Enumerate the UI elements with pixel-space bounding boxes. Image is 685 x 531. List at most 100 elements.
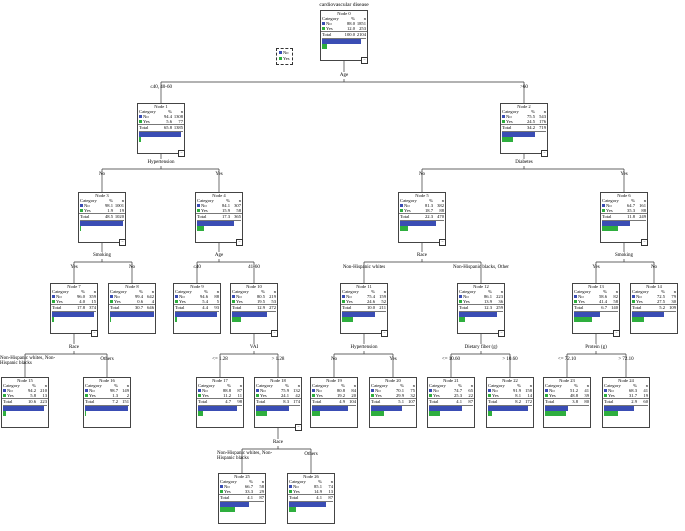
node-row-total: Total 4.4 93	[174, 304, 220, 310]
node-row-no: No 94.2 210	[2, 388, 48, 393]
tree-node-12[interactable]: Node 12 Category % n No 86.1 223 Yes 13.…	[457, 283, 505, 337]
node-row-total: Total 10.0 211	[341, 304, 387, 310]
tree-node-5[interactable]: Node 5 Category % n No 81.3 382 Yes 18.7…	[398, 192, 446, 246]
tree-node-8[interactable]: Node 8 Category % n No 99.4 642 Yes 0.6 …	[108, 283, 156, 334]
tree-node-0[interactable]: Node 0 Category % n No 88.0 1851 Yes 12.…	[320, 10, 368, 64]
collapse-toggle-icon[interactable]: −	[613, 330, 620, 337]
tree-node-26[interactable]: Node 26 Category % n No 85.1 74 Yes 14.9…	[287, 473, 335, 524]
collapse-toggle-icon[interactable]: −	[381, 330, 388, 337]
collapse-toggle-icon[interactable]: −	[271, 330, 278, 337]
tree-node-25[interactable]: Node 25 Category % n No 66.7 58 Yes 33.3…	[218, 473, 266, 524]
node-bars	[488, 405, 532, 416]
collapse-toggle-icon[interactable]: −	[498, 330, 505, 337]
bar-no	[198, 406, 238, 411]
bar-yes	[371, 411, 385, 416]
collapse-toggle-icon[interactable]: −	[361, 57, 368, 64]
no-swatch	[3, 389, 6, 392]
yes-swatch	[175, 300, 178, 303]
collapse-toggle-icon[interactable]: −	[295, 424, 302, 431]
tree-node-10[interactable]: Node 10 Category % n No 80.5 219 Yes 19.…	[230, 283, 278, 337]
no-swatch	[175, 295, 178, 298]
no-swatch	[459, 295, 462, 298]
node-title: Node 22	[502, 378, 518, 383]
tree-node-20[interactable]: Node 20 Category % n No 70.1 75 Yes 29.9…	[369, 377, 417, 428]
node-row-no: No 64.7 161	[601, 203, 647, 208]
node-row-yes: Yes 19.2 20	[311, 393, 357, 398]
legend-item-no: No	[279, 50, 290, 56]
tree-node-2[interactable]: Node 2 Category % n No 75.5 543 Yes 24.5…	[500, 103, 548, 157]
tree-node-3[interactable]: Node 3 Category % n No 98.1 1001 Yes 1.9…	[78, 192, 126, 246]
tree-node-6[interactable]: Node 6 Category % n No 64.7 161 Yes 35.3…	[600, 192, 648, 246]
node-row-no: No 94.4 1308	[138, 114, 184, 119]
collapse-toggle-icon[interactable]: −	[541, 150, 548, 157]
node-row-no: No 51.2 41	[544, 388, 590, 393]
node-title: Node 6	[617, 193, 631, 198]
branch-label-15: Non-Hispanic whites, Non-Hispanic blacks	[0, 356, 56, 366]
collapse-toggle-icon[interactable]: −	[119, 239, 126, 246]
node-bars	[256, 405, 300, 416]
tree-node-1[interactable]: Node 1 Category % n No 94.4 1308 Yes 5.6…	[137, 103, 185, 157]
tree-node-19[interactable]: Node 19 Category % n No 80.8 84 Yes 19.2…	[310, 377, 358, 428]
tree-node-15[interactable]: Node 15 Category % n No 94.2 210 Yes 5.8…	[1, 377, 49, 428]
node-row-yes: Yes 25.3 22	[428, 393, 474, 398]
bar-no	[3, 406, 45, 411]
no-swatch	[85, 389, 88, 392]
bar-yes	[459, 317, 466, 322]
tree-node-24[interactable]: Node 24 Category % n No 68.3 41 Yes 31.7…	[602, 377, 650, 428]
yes-swatch	[459, 300, 462, 303]
node-title: Node 14	[646, 284, 662, 289]
collapse-toggle-icon[interactable]: −	[641, 239, 648, 246]
node-header: Category % n	[342, 289, 386, 294]
bar-yes	[488, 411, 492, 416]
no-swatch	[429, 389, 432, 392]
tree-node-11[interactable]: Node 11 Category % n No 75.4 159 Yes 24.…	[340, 283, 388, 337]
branch-label-26: Others	[304, 452, 318, 457]
legend-item-yes: Yes	[279, 56, 290, 62]
collapse-toggle-icon[interactable]: −	[178, 150, 185, 157]
tree-node-9[interactable]: Node 9 Category % n No 94.6 88 Yes 5.4 5…	[173, 283, 221, 334]
tree-node-13[interactable]: Node 13 Category % n No 58.6 82 Yes 41.4…	[572, 283, 620, 337]
tree-node-7[interactable]: Node 7 Category % n No 96.0 359 Yes 4.0 …	[50, 283, 98, 337]
node-header: Category % n	[545, 383, 589, 388]
tree-node-18[interactable]: Node 18 Category % n No 75.9 132 Yes 24.…	[254, 377, 302, 431]
node-row-total: Total 48.5 1020	[79, 213, 125, 219]
node-row-yes: Yes 35.3 88	[601, 208, 647, 213]
node-row-no: No 88.8 87	[197, 388, 243, 393]
node-title: Node 0	[337, 11, 351, 16]
node-header: Category % n	[256, 383, 300, 388]
node-row-yes: Yes 27.5 30	[631, 299, 677, 304]
tree-node-16[interactable]: Node 16 Category % n No 98.7 149 Yes 1.3…	[83, 377, 131, 428]
node-row-no: No 98.7 149	[84, 388, 130, 393]
tree-node-4[interactable]: Node 4 Category % n No 84.1 307 Yes 15.9…	[195, 192, 243, 246]
node-title: Node 10	[246, 284, 262, 289]
node-title: Node 8	[125, 284, 139, 289]
bar-no	[312, 406, 348, 411]
tree-node-21[interactable]: Node 21 Category % n No 74.7 65 Yes 25.3…	[427, 377, 475, 428]
node-bars	[110, 311, 154, 322]
tree-node-23[interactable]: Node 23 Category % n No 51.2 41 Yes 48.8…	[543, 377, 591, 428]
bar-no	[604, 406, 635, 411]
no-swatch	[502, 115, 505, 118]
collapse-toggle-icon[interactable]: −	[91, 330, 98, 337]
node-row-yes: Yes 5.8 13	[2, 393, 48, 398]
node-title: Node 20	[385, 378, 401, 383]
node-row-yes: Yes 33.3 29	[219, 489, 265, 494]
collapse-toggle-icon[interactable]: −	[439, 239, 446, 246]
collapse-toggle-icon[interactable]: −	[236, 239, 243, 246]
node-row-no: No 75.9 132	[255, 388, 301, 393]
no-swatch	[139, 115, 142, 118]
node-row-no: No 80.8 84	[311, 388, 357, 393]
node-row-yes: Yes 1.3 2	[84, 393, 130, 398]
no-swatch	[256, 389, 259, 392]
no-swatch	[80, 204, 83, 207]
bar-no	[256, 406, 290, 411]
node-header: Category % n	[602, 198, 646, 203]
bar-yes	[604, 411, 618, 416]
node-header: Category % n	[604, 383, 648, 388]
yes-swatch	[85, 394, 88, 397]
yes-swatch	[220, 490, 223, 493]
tree-node-17[interactable]: Node 17 Category % n No 88.8 87 Yes 11.2…	[196, 377, 244, 428]
tree-node-22[interactable]: Node 22 Category % n No 91.9 158 Yes 8.1…	[486, 377, 534, 428]
node-header: Category % n	[488, 383, 532, 388]
tree-node-14[interactable]: Node 14 Category % n No 72.5 79 Yes 27.5…	[630, 283, 678, 334]
